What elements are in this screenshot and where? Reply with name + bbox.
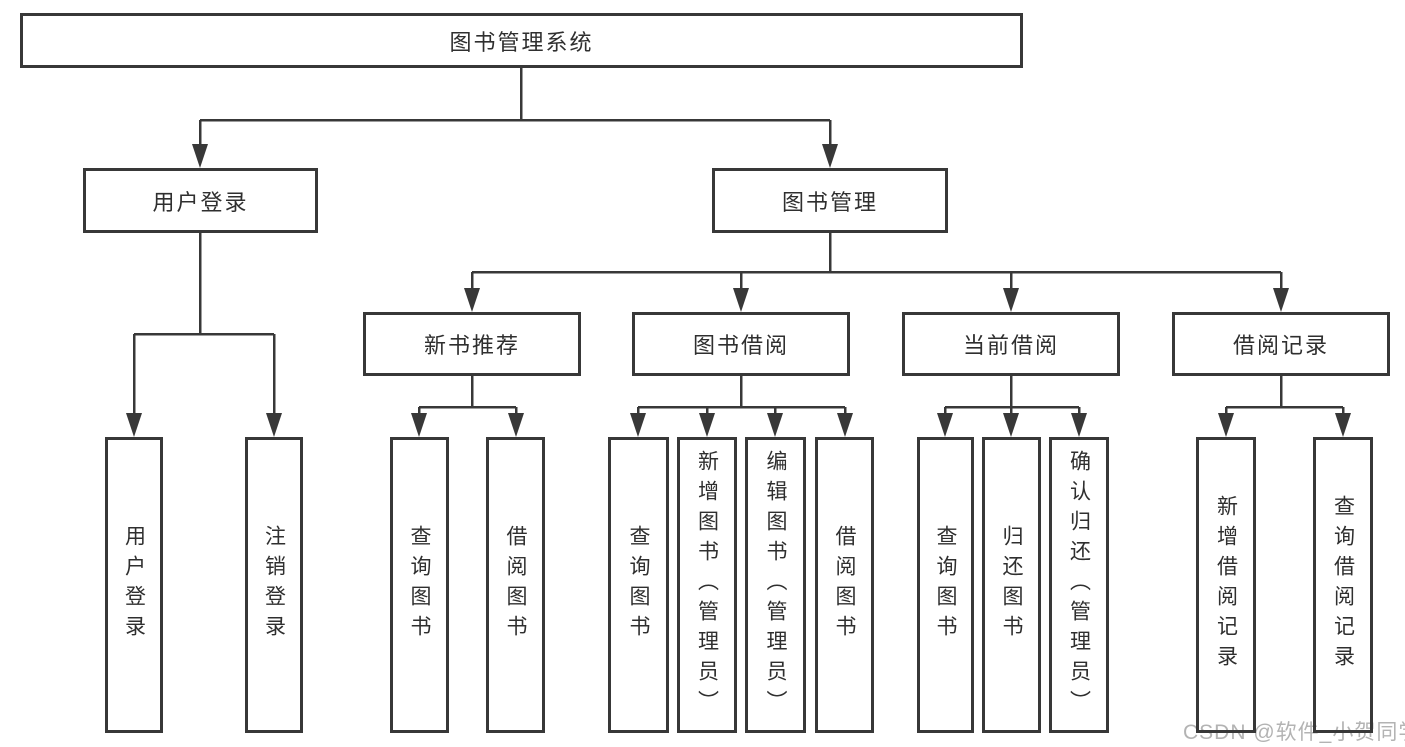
node-borrowing-records-label: 借阅记录: [1232, 333, 1329, 358]
leaf-edit-books-admin-label: 编辑图书（管理员）: [764, 450, 787, 720]
node-book-management-label: 图书管理: [781, 189, 878, 215]
node-current-borrowing: 当前借阅: [902, 312, 1120, 376]
leaf-query-books-recommend: 查询图书: [390, 437, 449, 733]
leaf-logout: 注销登录: [245, 437, 303, 733]
leaf-add-books-admin: 新增图书（管理员）: [677, 437, 737, 733]
node-book-borrowing-label: 图书借阅: [692, 333, 789, 358]
leaf-user-login: 用户登录: [105, 437, 163, 733]
leaf-query-books-current: 查询图书: [917, 437, 974, 733]
leaf-logout-label: 注销登录: [262, 525, 286, 645]
node-library-management-system-label: 图书管理系统: [449, 29, 594, 55]
node-user-login-label: 用户登录: [152, 189, 249, 215]
leaf-query-books-borrow: 查询图书: [608, 437, 669, 733]
leaf-add-borrow-record-label: 新增借阅记录: [1214, 495, 1238, 675]
leaf-edit-books-admin: 编辑图书（管理员）: [745, 437, 806, 733]
node-current-borrowing-label: 当前借阅: [962, 333, 1059, 358]
leaf-confirm-return-admin: 确认归还（管理员）: [1049, 437, 1109, 733]
leaf-borrow-books-recommend-label: 借阅图书: [504, 525, 527, 645]
leaf-user-login-label: 用户登录: [122, 525, 146, 645]
leaf-borrow-books-recommend: 借阅图书: [486, 437, 545, 733]
leaf-return-books: 归还图书: [982, 437, 1041, 733]
node-new-book-recommendation: 新书推荐: [363, 312, 581, 376]
watermark: CSDN @软件_小贺同学: [1183, 721, 1405, 744]
arrowheads: [126, 144, 1351, 437]
node-borrowing-records: 借阅记录: [1172, 312, 1390, 376]
node-book-management: 图书管理: [712, 168, 948, 233]
leaf-add-borrow-record: 新增借阅记录: [1196, 437, 1256, 733]
leaf-add-books-admin-label: 新增图书（管理员）: [695, 450, 719, 720]
leaf-query-books-borrow-label: 查询图书: [627, 525, 650, 645]
leaf-borrow-books-label: 借阅图书: [833, 525, 856, 645]
connector-paths: [132, 68, 1345, 413]
leaf-query-books-current-label: 查询图书: [934, 525, 957, 645]
leaf-return-books-label: 归还图书: [1000, 525, 1023, 645]
node-user-login: 用户登录: [83, 168, 318, 233]
leaf-borrow-books: 借阅图书: [815, 437, 874, 733]
node-library-management-system: 图书管理系统: [20, 13, 1023, 68]
leaf-query-books-recommend-label: 查询图书: [408, 525, 431, 645]
node-book-borrowing: 图书借阅: [632, 312, 850, 376]
leaf-confirm-return-admin-label: 确认归还（管理员）: [1067, 450, 1091, 720]
leaf-query-borrow-record: 查询借阅记录: [1313, 437, 1373, 733]
node-new-book-recommendation-label: 新书推荐: [423, 333, 520, 358]
leaf-query-borrow-record-label: 查询借阅记录: [1331, 495, 1355, 675]
